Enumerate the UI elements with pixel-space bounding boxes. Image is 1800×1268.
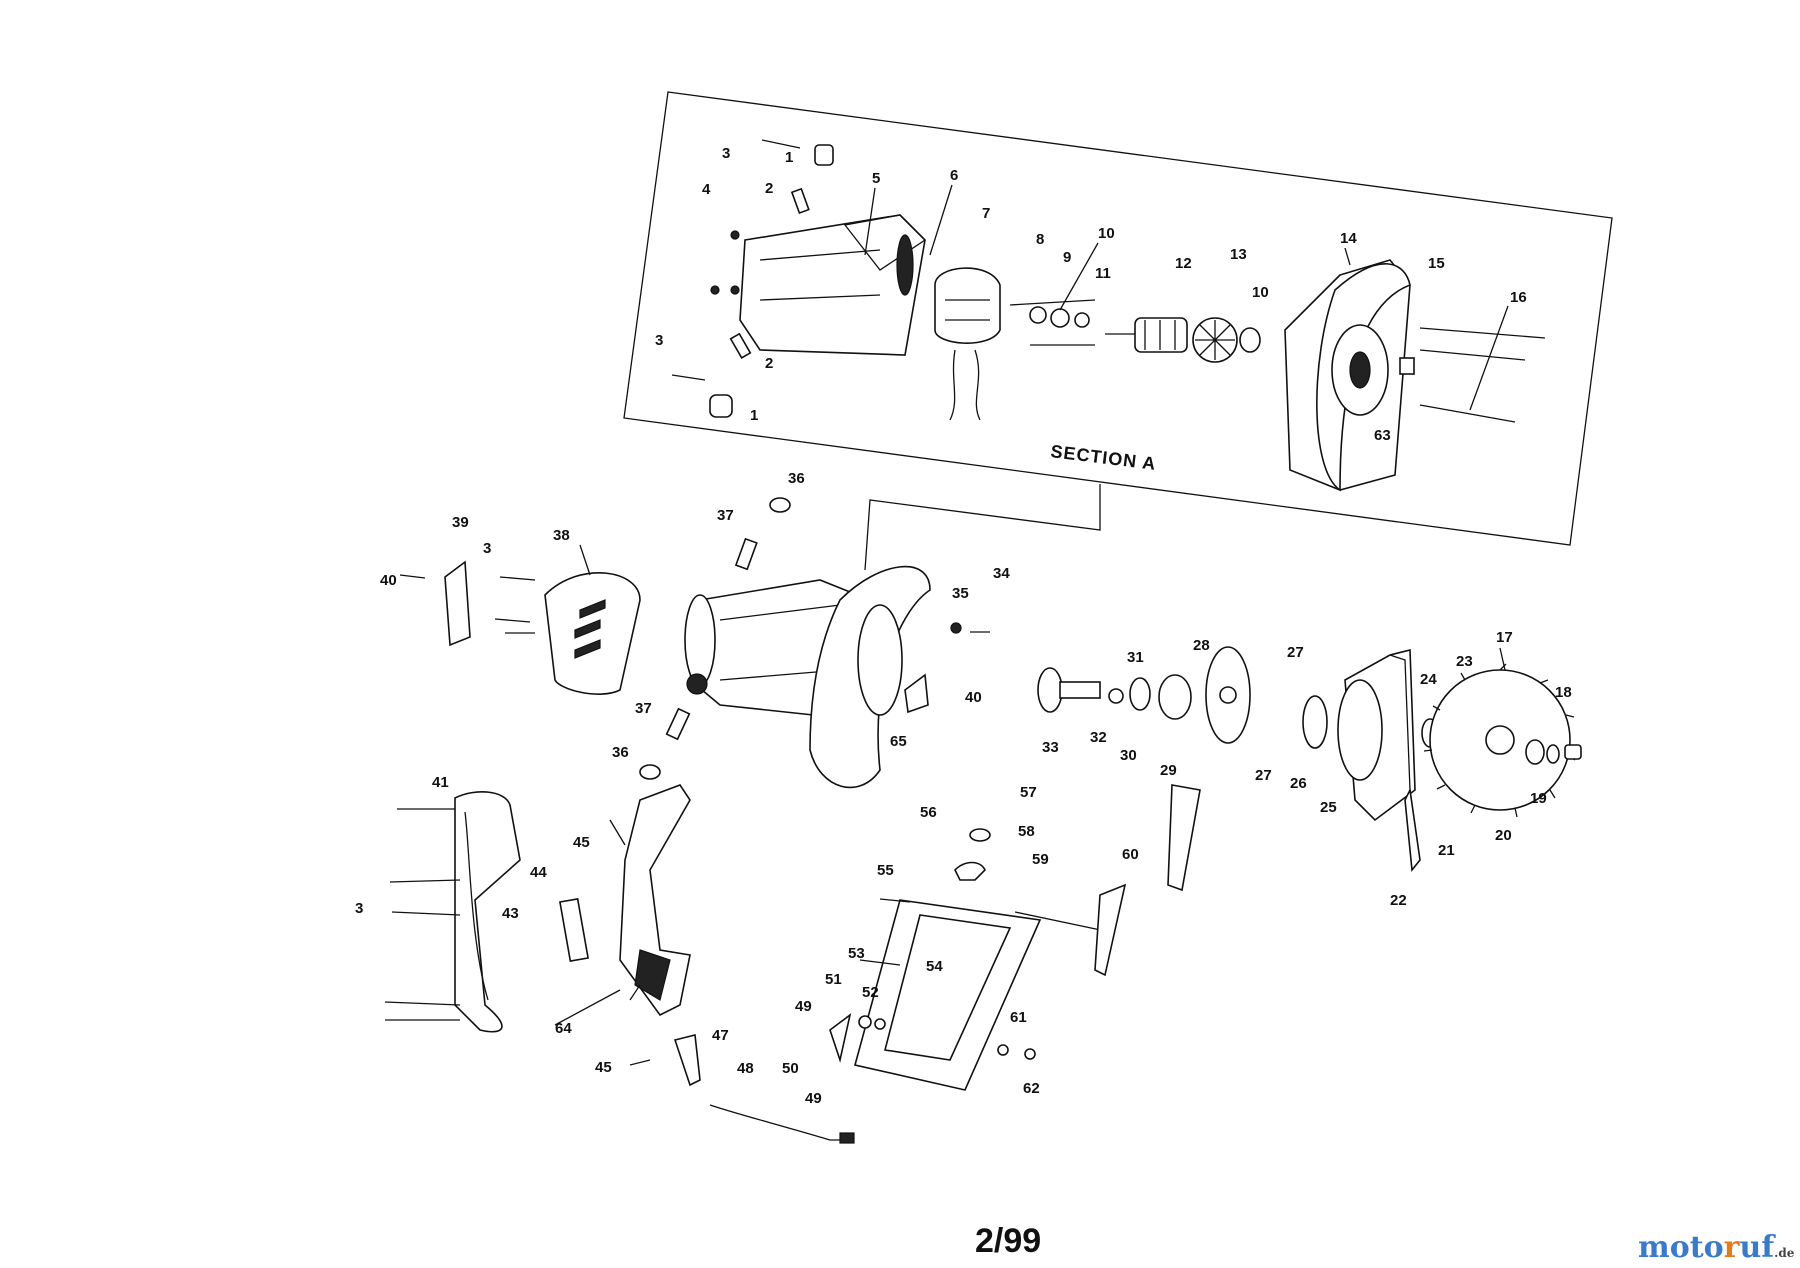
- callout-number: 57: [1020, 784, 1037, 801]
- callout-number: 40: [965, 689, 982, 706]
- callout-number: 44: [530, 864, 547, 881]
- callout-number: 65: [890, 733, 907, 750]
- callout-number: 11: [1095, 265, 1111, 282]
- callout-number: 9: [1063, 249, 1071, 266]
- callout-number: 41: [432, 774, 449, 791]
- callout-number: 52: [862, 984, 879, 1001]
- callout-number: 24: [1420, 671, 1437, 688]
- brand-part1: moto: [1638, 1230, 1724, 1265]
- callout-number: 34: [993, 565, 1010, 582]
- callout-number: 28: [1193, 637, 1210, 654]
- callout-number: 17: [1496, 629, 1513, 646]
- callout-number: 3: [355, 900, 363, 917]
- callout-number: 27: [1287, 644, 1304, 661]
- callout-number: 20: [1495, 827, 1512, 844]
- brand-part2: r: [1723, 1230, 1740, 1265]
- brand-tld: .de: [1774, 1246, 1795, 1260]
- callout-number: 18: [1555, 684, 1572, 701]
- callout-number: 61: [1010, 1009, 1027, 1026]
- brand-logo: motoruf.de: [1638, 1230, 1794, 1265]
- callout-number: 64: [555, 1020, 572, 1037]
- callout-number: 50: [782, 1060, 799, 1077]
- callout-number: 58: [1018, 823, 1035, 840]
- callout-number: 45: [595, 1059, 612, 1076]
- callout-number: 55: [877, 862, 894, 879]
- callout-number: 49: [795, 998, 812, 1015]
- callout-number: 36: [612, 744, 629, 761]
- section-a-frame: [623, 91, 1613, 546]
- callout-number: 54: [926, 958, 943, 975]
- callout-number: 16: [1510, 289, 1527, 306]
- section-a-parts: [671, 139, 1546, 492]
- section-a-connector: [864, 484, 1101, 571]
- callout-number: 3: [483, 540, 491, 557]
- callout-number: 10: [1098, 225, 1115, 242]
- callout-number: 7: [982, 205, 990, 222]
- callout-number: 29: [1160, 762, 1177, 779]
- callout-number: 10: [1252, 284, 1269, 301]
- callout-number: 33: [1042, 739, 1059, 756]
- callout-number: 21: [1438, 842, 1455, 859]
- callout-number: 59: [1032, 851, 1049, 868]
- brand-part3: uf: [1739, 1230, 1775, 1265]
- callout-number: 60: [1122, 846, 1139, 863]
- callout-number: 22: [1390, 892, 1407, 909]
- callout-number: 30: [1120, 747, 1137, 764]
- callout-number: 6: [950, 167, 958, 184]
- callout-number: 32: [1090, 729, 1107, 746]
- callout-number: 48: [737, 1060, 754, 1077]
- callout-number: 5: [872, 170, 880, 187]
- callout-number: 53: [848, 945, 865, 962]
- callout-number: 2: [765, 180, 773, 197]
- callout-number: 31: [1127, 649, 1144, 666]
- callout-number: 19: [1530, 790, 1547, 807]
- callout-number: 62: [1023, 1080, 1040, 1097]
- callout-number: 56: [920, 804, 937, 821]
- callout-number: 13: [1230, 246, 1247, 263]
- callout-number: 1: [750, 407, 758, 424]
- page-number: 2/99: [975, 1222, 1042, 1260]
- callout-number: 25: [1320, 799, 1337, 816]
- callout-number: 51: [825, 971, 842, 988]
- callout-labels: 1 1 2 2 3 3 4 5 6 7 8 9 10 10 11 12 13 1…: [355, 145, 1572, 1107]
- callout-number: 63: [1374, 427, 1391, 444]
- callout-number: 23: [1456, 653, 1473, 670]
- callout-number: 39: [452, 514, 469, 531]
- callout-number: 8: [1036, 231, 1044, 248]
- callout-number: 45: [573, 834, 590, 851]
- callout-number: 38: [553, 527, 570, 544]
- callout-number: 35: [952, 585, 969, 602]
- leader-lines: [399, 184, 1509, 1026]
- callout-number: 36: [788, 470, 805, 487]
- callout-number: 37: [717, 507, 734, 524]
- section-a-label: SECTION A: [1050, 441, 1158, 474]
- callout-number: 26: [1290, 775, 1307, 792]
- callout-number: 4: [702, 181, 711, 198]
- callout-number: 14: [1340, 230, 1357, 247]
- callout-number: 3: [655, 332, 663, 349]
- callout-number: 15: [1428, 255, 1445, 272]
- callout-number: 37: [635, 700, 652, 717]
- callout-number: 12: [1175, 255, 1192, 272]
- callout-number: 27: [1255, 767, 1272, 784]
- callout-number: 47: [712, 1027, 729, 1044]
- callout-number: 49: [805, 1090, 822, 1107]
- callout-number: 2: [765, 355, 773, 372]
- callout-number: 3: [722, 145, 730, 162]
- main-parts: [384, 497, 1582, 1144]
- callout-number: 40: [380, 572, 397, 589]
- callout-number: 1: [785, 149, 793, 166]
- callout-number: 43: [502, 905, 519, 922]
